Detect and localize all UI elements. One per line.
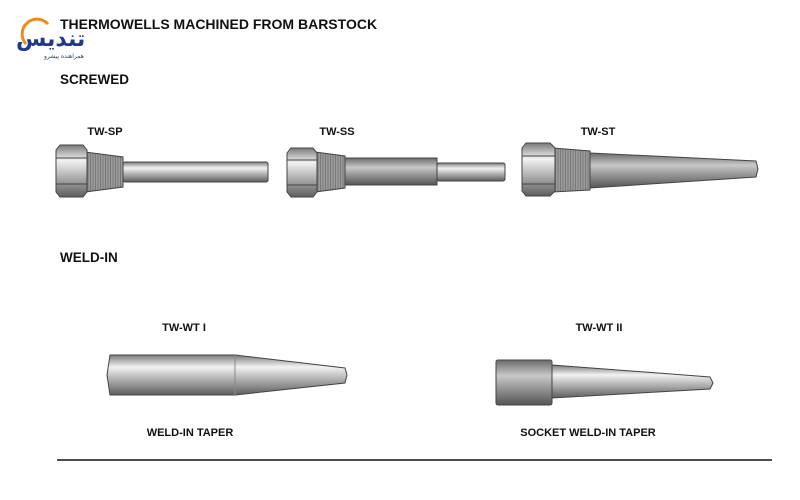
- label-tw-sp: TW-SP: [87, 126, 123, 138]
- thermowell-tw-ss: [286, 147, 506, 198]
- company-logo: تندیس همراهنده پیشرو: [14, 14, 94, 64]
- label-tw-ss: TW-SS: [319, 126, 355, 138]
- label-tw-st: TW-ST: [580, 126, 616, 138]
- thermowell-tw-wt-i: [106, 354, 348, 396]
- caption-socket-weld-in-taper: SOCKET WELD-IN TAPER: [520, 427, 656, 439]
- page-title: THERMOWELLS MACHINED FROM BARSTOCK: [60, 16, 378, 32]
- thermowell-tw-wt-ii: [495, 359, 714, 406]
- section-heading-weld-in: WELD-IN: [60, 250, 118, 265]
- section-heading-screwed: SCREWED: [60, 72, 130, 87]
- thermowell-tw-sp: [55, 144, 269, 198]
- svg-text:همراهنده پیشرو: همراهنده پیشرو: [43, 53, 84, 60]
- label-tw-wt-i: TW-WT I: [162, 322, 206, 334]
- svg-text:تندیس: تندیس: [16, 27, 85, 52]
- caption-weld-in-taper: WELD-IN TAPER: [146, 427, 234, 439]
- thermowell-tw-st: [521, 142, 759, 197]
- label-tw-wt-ii: TW-WT II: [575, 322, 623, 334]
